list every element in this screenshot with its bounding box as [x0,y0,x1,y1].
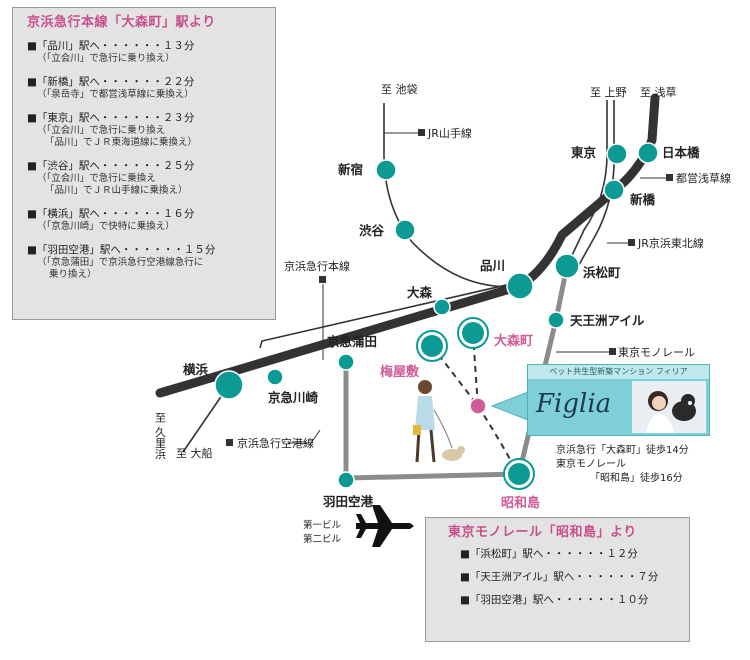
label-shimbashi: 新橋 [630,192,656,207]
station-shimbashi[interactable] [603,179,625,201]
dir-ueno: 至 上野 [590,86,627,99]
label-haneda: 羽田空港 [323,494,374,509]
callout-pointer [490,391,529,421]
yokohama-thin-line [259,282,516,349]
keikyu-panel-title: 京浜急行本線「大森町」駅より [27,15,216,30]
station-omorimachi[interactable] [462,322,484,344]
label-shinagawa: 品川 [480,258,505,273]
station-nihonbashi[interactable] [637,142,659,164]
dir-ofuna: 至 大船 [176,446,213,460]
label-keikyu-kamata: 京急蒲田 [327,334,377,349]
station-keikyu-kawasaki[interactable] [266,368,284,386]
label-nihonbashi: 日本橋 [662,145,700,160]
route-item: ■「浜松町」駅へ・・・・・・１２分 [460,548,638,560]
property-logo: Figlia [536,389,612,419]
label-omori: 大森 [407,285,433,300]
label-omorimachi: 大森町 [494,333,533,349]
woman-with-dog-illustration [413,380,465,463]
route-item: ■「羽田空港」駅へ・・・・・・１５分 （「京急蒲田」で京浜急行空港線急行に 乗り… [27,244,216,280]
route-item: ■「渋谷」駅へ・・・・・・２５分 （「立会川」で急行に乗換え 「品川」でＪＲ山手… [27,160,195,196]
property-access-notes: 京浜急行「大森町」徒歩14分 東京モノレール 「昭和島」徒歩16分 [556,445,689,484]
monorail-panel-title: 東京モノレール「昭和島」より [448,525,637,540]
route-item: ■「東京」駅へ・・・・・・２３分 （「立会川」で急行に乗り換え 「品川」でＪＲ東… [27,112,198,148]
property-marker[interactable] [469,397,487,415]
label-asakusa-line: 都営浅草線 [676,171,731,185]
label-tokyo: 東京 [571,145,597,160]
property-callout[interactable]: ペット共生型新築マンション フィリア Figlia [527,364,710,436]
woman-with-dog-photo [632,381,706,433]
label-terminal-1: 第一ビル [303,519,342,531]
station-haneda[interactable] [337,471,355,489]
route-item: ■「品川」駅へ・・・・・・１３分 （「立会川」で急行に乗り換え） [27,40,195,64]
label-hamamatsucho: 浜松町 [583,265,621,280]
monorail-access-panel: 東京モノレール「昭和島」より ■「浜松町」駅へ・・・・・・１２分 ■「天王洲アイ… [425,517,690,642]
label-yamanote: JR山手線 [427,126,472,140]
route-item: ■「横浜」駅へ・・・・・・１６分 （「京急川崎」で快特に乗換え） [27,208,195,232]
label-shibuya: 渋谷 [359,223,385,238]
dir-kurihama: 至 久里浜 [154,412,167,460]
label-terminal-2: 第二ビル [303,533,342,545]
label-shinjuku: 新宿 [338,162,363,177]
keihin-tohoku-line [566,100,608,267]
station-shinjuku[interactable] [375,159,397,181]
dir-asakusa: 至 浅草 [640,86,677,99]
route-item: ■「羽田空港」駅へ・・・・・・１０分 [460,594,649,606]
label-yokohama: 横浜 [183,362,209,377]
label-keikyu-airport: 京浜急行空港線 [237,436,314,450]
label-keihin-tohoku: JR京浜東北線 [637,236,704,250]
label-umeyashiki: 梅屋敷 [380,364,420,380]
station-umeyashiki[interactable] [421,335,443,357]
property-header: ペット共生型新築マンション フィリア [528,365,709,379]
keikyu-access-panel: 京浜急行本線「大森町」駅より ■「品川」駅へ・・・・・・１３分 （「立会川」で急… [12,7,276,320]
station-omori[interactable] [433,298,451,316]
station-showajima[interactable] [508,463,530,485]
station-keikyu-kamata[interactable] [337,353,355,371]
label-keikyu-kawasaki: 京急川崎 [268,390,319,405]
station-hamamatsucho[interactable] [554,253,580,279]
station-tennozu[interactable] [547,311,565,329]
station-tokyo[interactable] [606,143,628,165]
route-item: ■「天王洲アイル」駅へ・・・・・・７分 [460,571,659,583]
label-monorail: 東京モノレール [618,345,695,359]
label-tennozu: 天王洲アイル [570,313,645,328]
station-shibuya[interactable] [394,219,416,241]
route-item: ■「新橋」駅へ・・・・・・２２分 （「泉岳寺」で都営浅草線に乗換え） [27,76,195,100]
label-keikyu-main: 京浜急行本線 [284,259,350,273]
monorail-bottom [345,471,520,481]
station-yokohama[interactable] [214,370,244,400]
airplane-icon [356,505,414,547]
label-showajima: 昭和島 [501,495,540,511]
dir-ikebukuro: 至 池袋 [381,82,418,96]
station-shinagawa[interactable] [506,272,534,300]
